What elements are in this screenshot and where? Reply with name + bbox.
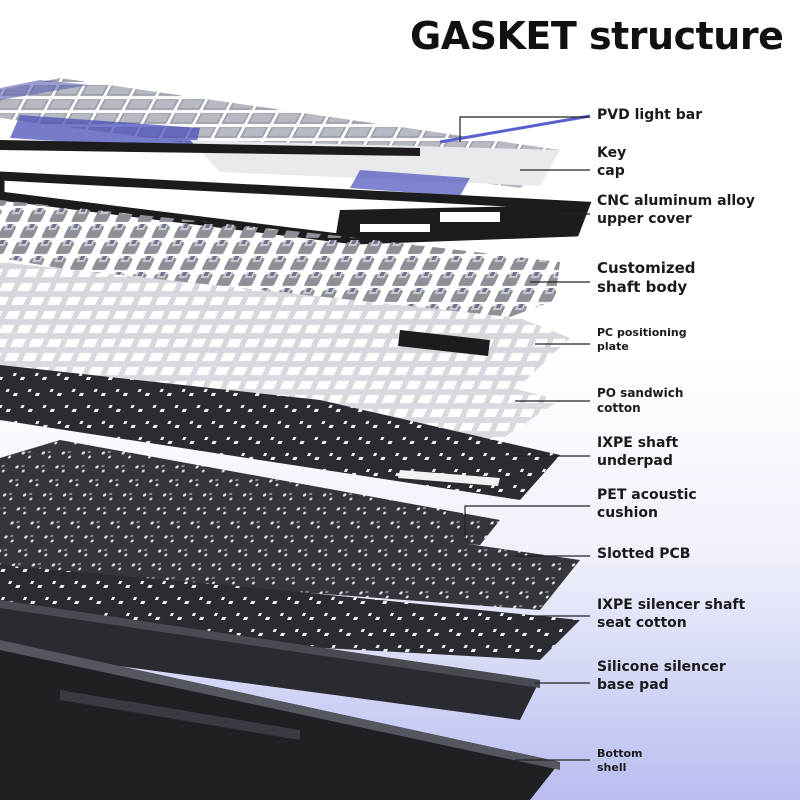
label-pc-plate: PC positioning plate	[597, 326, 687, 353]
silicone-base-pad	[0, 600, 540, 720]
label-ixpe-silencer: IXPE silencer shaft seat cotton	[597, 597, 746, 631]
slotted-pcb	[0, 505, 580, 610]
po-sandwich-cotton	[0, 320, 560, 440]
switch-layer	[0, 200, 560, 336]
label-shaft-body: Customized shaft body	[597, 259, 696, 296]
bottom-shell	[0, 640, 560, 800]
pc-positioning-plate	[0, 262, 570, 395]
ixpe-shaft-underpad	[0, 365, 560, 500]
label-bottom-shell: Bottom shell	[597, 747, 643, 774]
label-slotted-pcb: Slotted PCB	[597, 546, 691, 562]
label-pvd-light-bar: PVD light bar	[597, 107, 703, 123]
label-silicone-pad: Silicone silencer base pad	[597, 659, 726, 693]
leader-light-bar	[459, 116, 590, 142]
label-keycap: Key cap	[597, 145, 627, 179]
upper-cover-frame	[0, 140, 592, 245]
label-ixpe-underpad: IXPE shaft underpad	[597, 435, 679, 469]
label-po-cotton: PO sandwich cotton	[597, 386, 684, 415]
leader-lines	[459, 116, 590, 761]
leader-pet-cushion	[464, 505, 590, 540]
page-title: GASKET structure	[410, 14, 784, 58]
label-pet-cushion: PET acoustic cushion	[597, 487, 697, 521]
light-bar	[439, 114, 591, 144]
label-upper-cover: CNC aluminum alloy upper cover	[597, 193, 755, 227]
